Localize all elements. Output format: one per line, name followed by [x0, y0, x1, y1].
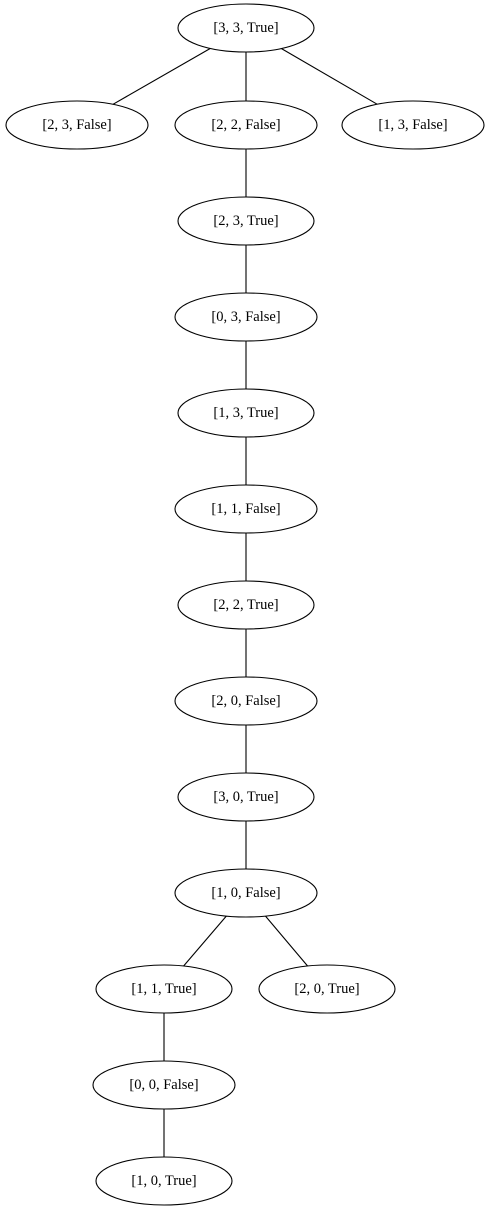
- node-ellipse: [5, 100, 149, 150]
- tree-node: [3, 0, True]: [177, 772, 315, 822]
- tree-node: [2, 2, True]: [177, 580, 315, 630]
- node-ellipse: [177, 196, 315, 246]
- node-label: [3, 0, True]: [213, 789, 278, 805]
- node-ellipse: [341, 100, 485, 150]
- tree-node: [2, 3, True]: [177, 196, 315, 246]
- node-ellipse: [177, 580, 315, 630]
- node-ellipse: [174, 100, 318, 150]
- tree-node: [2, 0, False]: [174, 676, 318, 726]
- node-ellipse: [95, 1156, 233, 1206]
- node-label: [2, 2, True]: [213, 597, 278, 613]
- tree-node: [2, 3, False]: [5, 100, 149, 150]
- node-ellipse: [174, 676, 318, 726]
- tree-node: [1, 3, True]: [177, 388, 315, 438]
- node-label: [1, 0, True]: [131, 1173, 196, 1189]
- nodes-layer: [3, 3, True] [2, 3, False] [2, 2, False] [1…: [5, 3, 485, 1206]
- node-ellipse: [177, 3, 315, 53]
- edge-n11-n12: [183, 915, 227, 967]
- node-ellipse: [177, 388, 315, 438]
- node-ellipse: [258, 964, 396, 1014]
- node-ellipse: [177, 772, 315, 822]
- edge-n0-n1: [112, 47, 211, 105]
- node-ellipse: [95, 964, 233, 1014]
- node-ellipse: [174, 484, 318, 534]
- node-label: [1, 3, True]: [213, 405, 278, 421]
- node-label: [1, 3, False]: [378, 117, 447, 133]
- node-label: [2, 0, True]: [294, 981, 359, 997]
- node-label: [0, 3, False]: [211, 309, 280, 325]
- node-label: [0, 0, False]: [129, 1077, 198, 1093]
- tree-node: [0, 3, False]: [174, 292, 318, 342]
- edges-layer: [112, 47, 378, 1157]
- node-ellipse: [174, 868, 318, 918]
- node-label: [2, 2, False]: [211, 117, 280, 133]
- edge-n11-n13: [265, 915, 309, 967]
- tree-node: [1, 0, False]: [174, 868, 318, 918]
- node-label: [2, 0, False]: [211, 693, 280, 709]
- node-label: [1, 0, False]: [211, 885, 280, 901]
- tree-node: [3, 3, True]: [177, 3, 315, 53]
- node-label: [2, 3, True]: [213, 213, 278, 229]
- tree-node: [1, 1, True]: [95, 964, 233, 1014]
- node-label: [1, 1, False]: [211, 501, 280, 517]
- edge-n0-n3: [281, 48, 378, 105]
- tree-node: [1, 1, False]: [174, 484, 318, 534]
- node-label: [3, 3, True]: [213, 20, 278, 36]
- node-label: [1, 1, True]: [131, 981, 196, 997]
- tree-node: [2, 0, True]: [258, 964, 396, 1014]
- tree-node: [0, 0, False]: [92, 1060, 236, 1110]
- node-ellipse: [174, 292, 318, 342]
- tree-node: [2, 2, False]: [174, 100, 318, 150]
- tree-node: [1, 0, True]: [95, 1156, 233, 1206]
- node-label: [2, 3, False]: [42, 117, 111, 133]
- tree-node: [1, 3, False]: [341, 100, 485, 150]
- node-ellipse: [92, 1060, 236, 1110]
